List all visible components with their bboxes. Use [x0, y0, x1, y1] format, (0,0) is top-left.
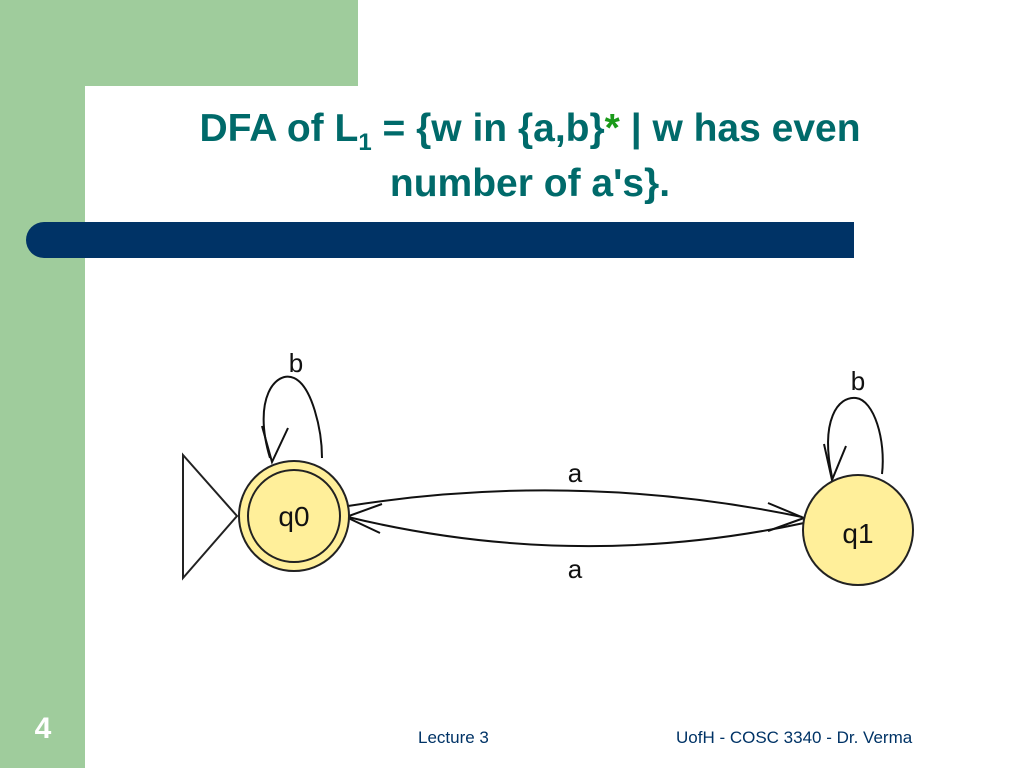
state-q0-label: q0 — [278, 501, 309, 532]
edge-q1-to-q0-label: a — [568, 554, 583, 584]
edge-q1-to-q0-arrowhead — [343, 503, 383, 534]
q1-self-loop-arrowhead — [823, 443, 847, 484]
title-prefix: DFA of L — [199, 107, 359, 150]
title-end: | w has even — [619, 107, 861, 150]
state-q0 — [247, 469, 341, 563]
q1-loop-label: b — [851, 366, 865, 396]
edge-q1-to-q0 — [347, 516, 805, 548]
title-star: * — [604, 107, 620, 150]
top-accent-band — [0, 0, 358, 86]
title-line-2: number of a's}. — [389, 162, 671, 205]
state-q1 — [802, 474, 914, 586]
state-q1-label: q1 — [842, 518, 873, 549]
content-panel — [85, 86, 1024, 768]
left-sidebar-band — [0, 0, 85, 768]
footer-course: UofH - COSC 3340 - Dr. Verma — [676, 728, 913, 747]
title-mid: = {w in {a,b} — [371, 107, 605, 150]
title-subscript: 1 — [358, 129, 372, 156]
edge-q0-to-q1 — [347, 489, 803, 518]
q0-self-loop — [262, 375, 323, 459]
footer-lecture: Lecture 3 — [418, 728, 489, 747]
q0-self-loop-arrowhead — [261, 425, 289, 465]
q0-loop-label: b — [289, 348, 303, 378]
q1-self-loop — [827, 396, 884, 478]
start-arrow-triangle — [182, 452, 239, 581]
edge-q0-to-q1-label: a — [568, 458, 583, 488]
slide-title: DFA of L1 = {w in {a,b}* | w has even nu… — [110, 104, 950, 209]
slide-number: 4 — [34, 712, 52, 745]
title-underline-bar — [26, 222, 854, 258]
